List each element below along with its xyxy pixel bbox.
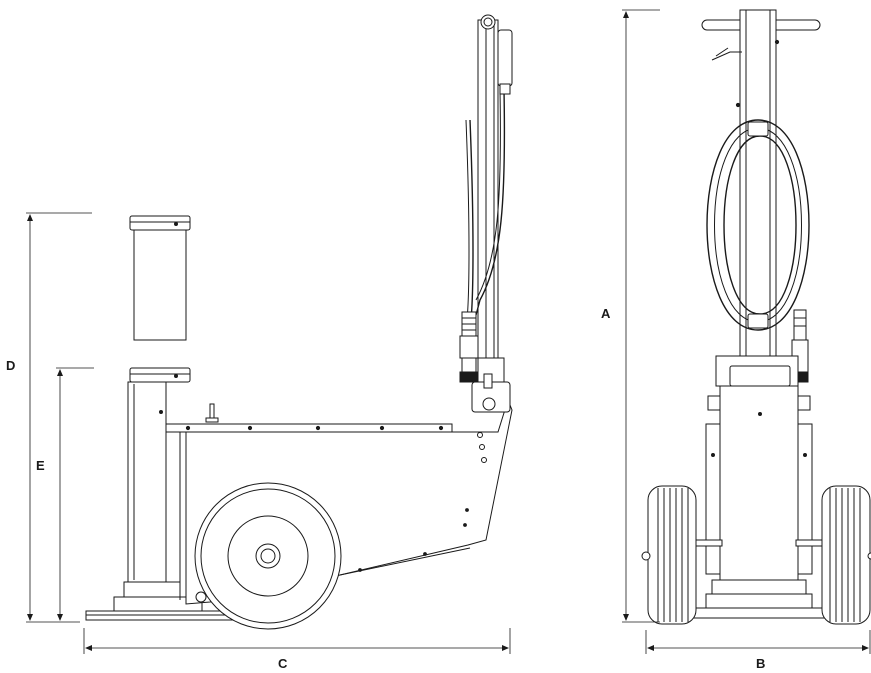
dimension-d bbox=[26, 212, 92, 623]
wheel-side bbox=[194, 482, 342, 630]
dimension-c bbox=[83, 628, 511, 654]
handle-front bbox=[701, 9, 821, 361]
dimension-a bbox=[622, 9, 660, 623]
dimension-label-a: A bbox=[601, 306, 611, 321]
body-front bbox=[679, 355, 839, 619]
side-view bbox=[85, 14, 513, 630]
dimension-label-e: E bbox=[36, 458, 45, 473]
dimension-label-b: B bbox=[756, 656, 765, 671]
wheel-front-right bbox=[821, 485, 871, 625]
dimension-label-c: C bbox=[278, 656, 288, 671]
front-view bbox=[641, 9, 871, 625]
dimension-label-d: D bbox=[6, 358, 15, 373]
ram-extended bbox=[129, 215, 191, 341]
wheel-front-left bbox=[641, 485, 697, 625]
dimension-b bbox=[645, 630, 871, 654]
dimension-e bbox=[56, 367, 94, 621]
handle-side bbox=[459, 14, 513, 413]
ram-retracted bbox=[127, 367, 191, 583]
